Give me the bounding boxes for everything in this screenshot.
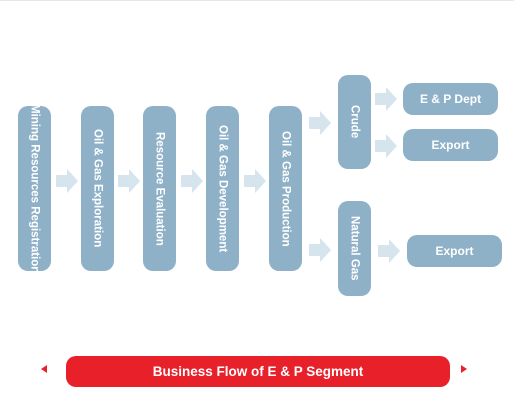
flow-arrow-icon xyxy=(375,87,397,111)
destination-ep-dept: E & P Dept xyxy=(403,83,498,115)
previous-arrow-icon[interactable] xyxy=(41,365,47,373)
footer-title: Business Flow of E & P Segment xyxy=(152,364,364,379)
flow-arrow-icon xyxy=(56,169,78,193)
stage-oil-gas-production: Oil & Gas Production xyxy=(269,106,302,271)
branch-label: Crude xyxy=(348,105,361,139)
destination-label: Export xyxy=(435,244,474,258)
stage-resource-evaluation: Resource Evaluation xyxy=(143,106,176,271)
branch-crude: Crude xyxy=(338,75,371,169)
flow-arrow-icon xyxy=(181,169,203,193)
flow-arrow-icon xyxy=(309,111,331,135)
stage-oil-gas-development: Oil & Gas Development xyxy=(206,106,239,271)
stage-label: Oil & Gas Production xyxy=(279,130,292,247)
flow-arrow-icon xyxy=(118,169,140,193)
footer-title-banner: Business Flow of E & P Segment xyxy=(66,356,450,387)
flow-arrow-icon xyxy=(309,238,331,262)
top-divider xyxy=(0,0,514,1)
stage-mining-resources-registration: Mining Resources Registration xyxy=(18,103,51,274)
stage-label: Mining Resources Registration xyxy=(28,103,41,274)
stage-label: Oil & Gas Development xyxy=(216,124,229,253)
branch-label: Natural Gas xyxy=(348,216,361,281)
next-arrow-icon[interactable] xyxy=(461,365,467,373)
branch-natural-gas: Natural Gas xyxy=(338,201,371,296)
flow-arrow-icon xyxy=(378,239,400,263)
stage-label: Resource Evaluation xyxy=(153,131,166,246)
destination-label: E & P Dept xyxy=(419,92,482,106)
stage-oil-gas-exploration: Oil & Gas Exploration xyxy=(81,106,114,271)
flow-arrow-icon xyxy=(375,134,397,158)
stage-label: Oil & Gas Exploration xyxy=(91,129,104,248)
destination-crude-export: Export xyxy=(403,129,498,161)
destination-gas-export: Export xyxy=(407,235,502,267)
flow-arrow-icon xyxy=(244,169,266,193)
destination-label: Export xyxy=(431,138,470,152)
